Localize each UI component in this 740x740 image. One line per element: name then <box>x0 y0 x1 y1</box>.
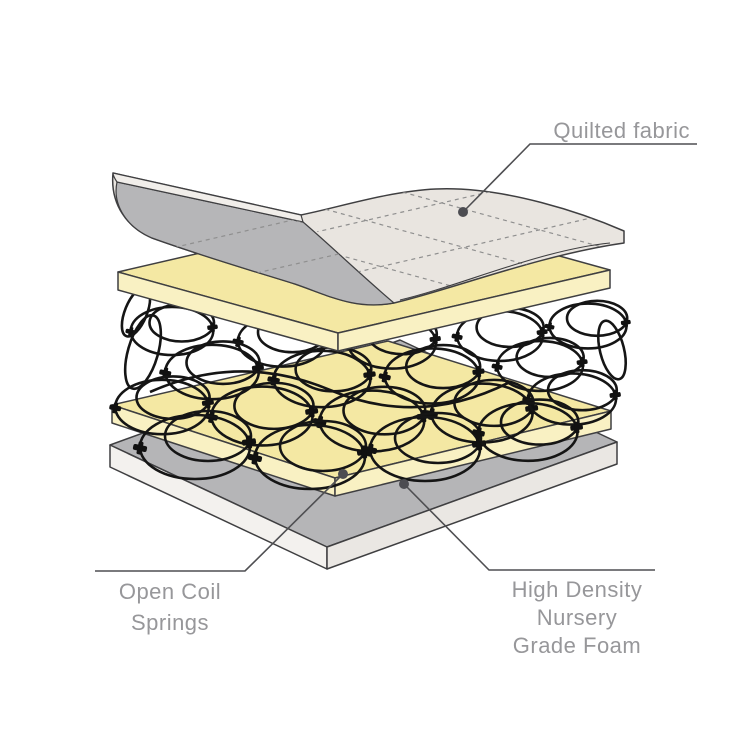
label-open-coil-line1: Open Coil <box>118 579 222 604</box>
label-open-coil-springs: Open Coil Springs <box>95 576 245 638</box>
fabric-hem-line <box>399 242 611 301</box>
quilted-fabric-dot <box>458 207 468 217</box>
label-high-density-line1: High Density <box>511 577 643 602</box>
open-coil-dot <box>338 469 348 479</box>
label-high-density-line2: Nursery <box>536 605 618 630</box>
upper-foam-right-face <box>337 269 611 352</box>
callouts <box>95 143 697 572</box>
quilted-fabric-leader-line <box>462 143 697 213</box>
label-quilted-fabric: Quilted fabric <box>510 116 690 145</box>
label-high-density-foam: High Density Nursery Grade Foam <box>487 576 667 660</box>
edge-coil <box>123 313 163 391</box>
label-high-density-line3: Grade Foam <box>512 633 642 658</box>
open-coil-leader-line <box>95 473 344 572</box>
quilted-fabric-layer <box>111 172 625 306</box>
coil-link-wire <box>149 370 511 409</box>
open-coil-springs <box>107 286 633 491</box>
edge-coil <box>596 319 628 381</box>
high-density-leader-line <box>403 483 655 571</box>
label-quilted-fabric-text: Quilted fabric <box>553 118 690 143</box>
base-foam-right-face <box>326 441 618 570</box>
label-open-coil-line2: Springs <box>130 610 210 635</box>
fabric-edge-band <box>112 172 304 223</box>
high-density-dot <box>399 479 409 489</box>
